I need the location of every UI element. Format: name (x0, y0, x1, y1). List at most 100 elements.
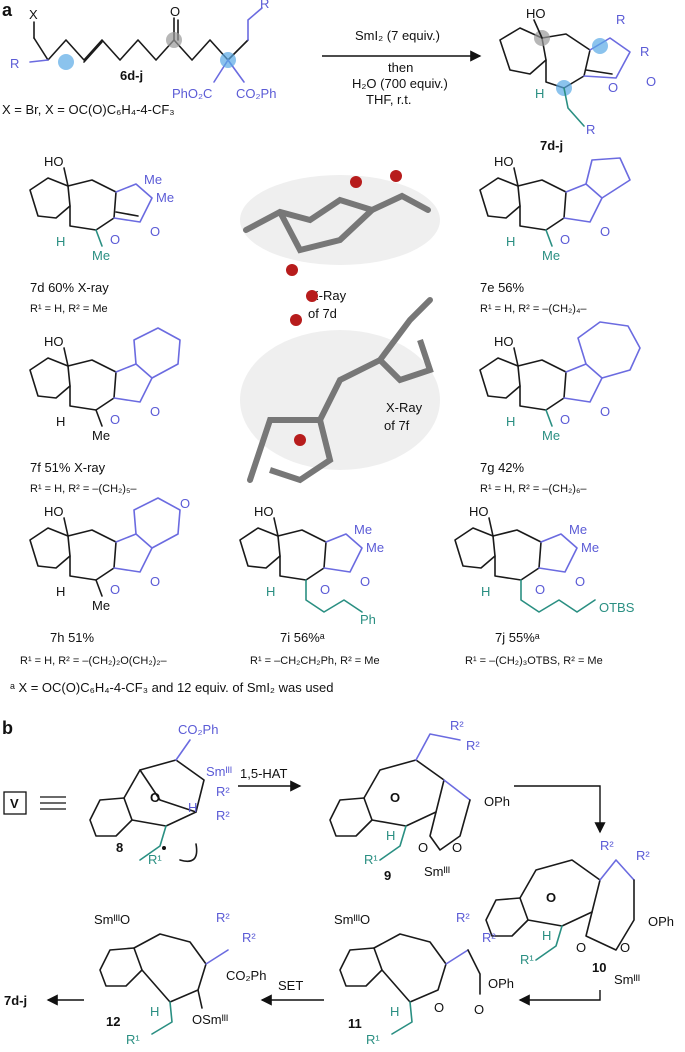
substrate-r2-label: R (260, 0, 269, 11)
i11-h: H (390, 1004, 399, 1019)
svg-text:H: H (506, 234, 515, 249)
i8-r2b: R² (216, 808, 230, 823)
i9-h: H (386, 828, 395, 843)
i9-r2a: R² (450, 718, 464, 733)
i11-o2: O (474, 1002, 484, 1017)
7j-me1: Me (569, 522, 587, 537)
7f-me: Me (92, 428, 110, 443)
compound-7g: HO Me H O O 7g 42% R¹ = H, R² = –(CH₂)₆– (479, 321, 641, 495)
svg-text:O: O (560, 232, 570, 247)
i8-id: 8 (116, 840, 123, 855)
svg-text:O: O (110, 232, 120, 247)
panel-b-label: b (2, 718, 13, 738)
substrate-6dj: X R O R PhO₂C CO₂Ph 6d-j (10, 0, 276, 101)
7j-subs: R¹ = –(CH₂)₃OTBS, R² = Me (465, 655, 603, 667)
xray-7f: X-Ray of 7f (240, 290, 440, 484)
arrow-10-11 (518, 990, 601, 1006)
i9-sm: Smᴵᴵᴵ (424, 864, 450, 879)
i9-o2: O (452, 840, 462, 855)
equiv-sign (40, 796, 66, 810)
intermediate-12: SmᴵᴵᴵO R² R² CO₂Ph OSmᴵᴵᴵ H R¹ 12 (94, 910, 266, 1047)
step-set: SET (278, 978, 303, 993)
product-id: 7d-j (540, 138, 563, 153)
i8-h: H (188, 800, 197, 815)
svg-text:H: H (56, 234, 65, 249)
svg-text:HO: HO (44, 504, 64, 519)
i10-sm: Smᴵᴵᴵ (614, 972, 640, 987)
7d-me2: Me (156, 190, 174, 205)
xray-7d: X-Ray of 7d (240, 170, 440, 321)
i10-r1: R¹ (520, 952, 534, 967)
product-r2b: R (640, 44, 649, 59)
svg-text:O: O (110, 412, 120, 427)
7e-me: Me (542, 248, 560, 263)
svg-text:H: H (56, 414, 65, 429)
i9-oph: OPh (484, 794, 510, 809)
svg-text:O: O (150, 224, 160, 239)
compound-7f: HO Me H O O 7f 51% X-ray R¹ = H, R² = –(… (29, 327, 181, 495)
intermediate-8: O CO₂Ph Smᴵᴵᴵ R² R² H R¹ 8 (89, 722, 232, 867)
svg-text:O: O (150, 574, 160, 589)
compound-7j: HO Me Me OTBS H O O 7j 55%ᵃ R¹ = –(CH₂)₃… (454, 504, 635, 667)
xray-7f-line1: X-Ray (386, 400, 423, 415)
svg-text:H: H (266, 584, 275, 599)
i12-co2ph: CO₂Ph (226, 968, 266, 983)
i10-o1: O (576, 940, 586, 955)
substrate-ketone-o: O (170, 4, 180, 19)
i10-oph: OPh (648, 914, 674, 929)
i11-id: 11 (348, 1016, 362, 1031)
product-o1: O (608, 80, 618, 95)
cond-below2: THF, r.t. (366, 92, 412, 107)
panel-a-label: a (2, 0, 13, 20)
svg-text:O: O (600, 224, 610, 239)
7f-label: 7f 51% X-ray (30, 460, 106, 475)
svg-text:O: O (320, 582, 330, 597)
i9-r1: R¹ (364, 852, 378, 867)
i11-r2a: R² (456, 910, 470, 925)
7e-subs: R¹ = H, R² = –(CH₂)₄– (480, 303, 587, 315)
7i-subs: R¹ = –CH₂CH₂Ph, R² = Me (250, 655, 380, 667)
product-ho: HO (526, 6, 546, 21)
arrow-9-10 (514, 785, 606, 834)
footnote: ᵃ X = OC(O)C₆H₄-4-CF₃ and 12 equiv. of S… (10, 680, 334, 695)
7d-label: 7d 60% X-ray (30, 280, 109, 295)
i12-r1: R¹ (126, 1032, 140, 1047)
svg-text:H: H (481, 584, 490, 599)
svg-text:O: O (360, 574, 370, 589)
7f-subs: R¹ = H, R² = –(CH₂)₅– (30, 483, 137, 495)
xray-7d-line1: X-Ray (310, 288, 347, 303)
intermediate-11: SmᴵᴵᴵO R² R² OPh O O H R¹ 11 (334, 910, 514, 1047)
product-h: H (535, 86, 544, 101)
i11-r2b: R² (482, 930, 496, 945)
7j-tail: OTBS (599, 600, 635, 615)
svg-text:HO: HO (44, 154, 64, 169)
7h-label: 7h 51% (50, 630, 95, 645)
product-r2a: R (616, 12, 625, 27)
compound-7d: HO Me Me Me H O O 7d 60% X-ray R¹ = H, R… (29, 154, 174, 315)
i9-id: 9 (384, 868, 391, 883)
substrate-id: 6d-j (120, 68, 143, 83)
intermediate-9: O R² R² OPh O O Smᴵᴵᴵ H R¹ 9 (329, 718, 510, 883)
i8-r1: R¹ (148, 852, 162, 867)
i8-co2ph: CO₂Ph (178, 722, 218, 737)
i10-h: H (542, 928, 551, 943)
7i-me2: Me (366, 540, 384, 555)
xray-7f-line2: of 7f (384, 418, 410, 433)
7g-me: Me (542, 428, 560, 443)
svg-text:O: O (546, 890, 556, 905)
ester-left: PhO₂C (172, 86, 212, 101)
i10-o2: O (620, 940, 630, 955)
svg-text:H: H (56, 584, 65, 599)
svg-text:HO: HO (254, 504, 274, 519)
7h-subs: R¹ = H, R² = –(CH₂)₂O(CH₂)₂– (20, 655, 168, 667)
i12-smo: SmᴵᴵᴵO (94, 912, 130, 927)
v-box (3, 791, 27, 815)
7h-me: Me (92, 598, 110, 613)
xray-7d-line2: of 7d (308, 306, 337, 321)
i10-id: 10 (592, 960, 606, 975)
i11-o1: O (434, 1000, 444, 1015)
7i-me1: Me (354, 522, 372, 537)
svg-text:O: O (110, 582, 120, 597)
i8-sm: Smᴵᴵᴵ (206, 764, 232, 779)
svg-text:O: O (180, 496, 190, 511)
